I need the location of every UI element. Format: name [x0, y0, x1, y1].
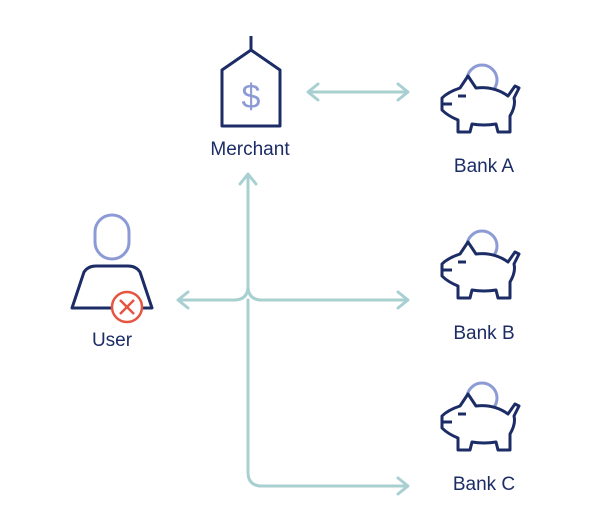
- connector-bank-c: [246, 298, 408, 488]
- connector-junction-right: [246, 284, 264, 302]
- arrowhead-user: [176, 290, 190, 310]
- merchant-label: Merchant: [210, 139, 290, 160]
- arrowhead-bank-a: [396, 82, 410, 102]
- connector-junction-top: [232, 284, 250, 302]
- connectors: [176, 82, 410, 496]
- arrowhead-bank-c: [396, 476, 410, 496]
- price-tag-dollar-icon: $: [220, 36, 282, 128]
- bank-c-label: Bank C: [452, 474, 516, 495]
- piggy-bank-icon-a: [440, 63, 521, 134]
- arrowhead-merchant-up: [238, 172, 258, 186]
- user-icon: [70, 213, 154, 310]
- piggy-bank-icon-b: [440, 229, 521, 300]
- piggy-bank-icon-c: [440, 381, 521, 452]
- bank-b-label: Bank B: [453, 323, 515, 344]
- bank-a-label: Bank A: [453, 156, 515, 177]
- svg-text:$: $: [242, 78, 261, 116]
- arrowhead-bank-b: [396, 290, 410, 310]
- user-label: User: [91, 330, 133, 351]
- error-x-icon: [110, 290, 144, 324]
- arrowhead-merchant: [306, 82, 320, 102]
